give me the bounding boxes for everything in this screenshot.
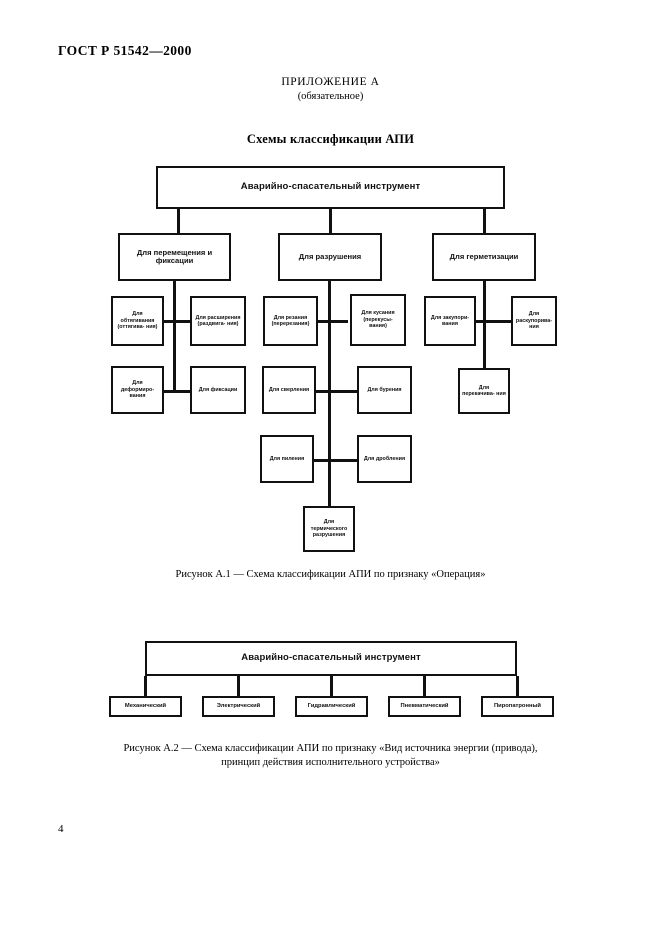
fig1-leaf-node-10: Для термического разрушения [303,506,355,552]
fig2-type-node-3: Пневматический [388,696,461,717]
appendix-title: ПРИЛОЖЕНИЕ А [281,76,380,88]
fig1-connector [314,459,330,462]
fig1-leaf-node-8: Для пиления [260,435,314,483]
fig1-connector [329,209,332,233]
fig2-connector [516,676,519,696]
fig1-branch-node-0: Для перемещения и фиксации [118,233,231,281]
fig2-root-node: Аварийно-спасательный инструмент [145,641,517,676]
fig1-connector [328,281,331,506]
page-number: 4 [58,823,64,835]
fig1-leaf-node-1: Для расширения (раздвига- ния) [190,296,246,346]
fig2-connector [237,676,240,696]
fig1-leaf-node-9: Для дробления [357,435,412,483]
fig1-connector [173,390,191,393]
fig2-connector [144,676,147,696]
fig1-connector [173,281,176,393]
fig2-type-node-1: Электрический [202,696,275,717]
fig1-leaf-node-3: Для фиксации [190,366,246,414]
fig1-connector [318,320,330,323]
fig1-connector [316,390,330,393]
fig1-branch-node-2: Для герметизации [432,233,536,281]
figure-a1-caption: Рисунок А.1 — Схема классификации АПИ по… [175,569,486,580]
fig1-connector [164,320,176,323]
fig1-leaf-node-0: Для обтягивания (оттягива- ния) [111,296,164,346]
fig1-leaf-node-13: Для перекачива- ния [458,368,510,414]
fig2-type-node-0: Механический [109,696,182,717]
fig1-branch-node-1: Для разрушения [278,233,382,281]
fig1-connector [328,320,348,323]
appendix-heading: ПРИЛОЖЕНИЕ А (обязательное) [0,75,661,104]
figure-a2-caption-line1: Рисунок А.2 — Схема классификации АПИ по… [123,743,538,754]
section-title: Схемы классификации АПИ [246,132,415,146]
fig1-connector [483,281,486,400]
fig1-connector [476,320,486,323]
fig2-connector [423,676,426,696]
fig2-type-node-2: Гидравлический [295,696,368,717]
fig1-root-node: Аварийно-спасательный инструмент [156,166,505,209]
fig1-leaf-node-12: Для раскупорива- ния [511,296,557,346]
fig1-connector [163,390,176,393]
fig1-leaf-node-4: Для резания (перерезания) [263,296,318,346]
fig1-leaf-node-5: Для кусания (перекусы- вания) [350,294,406,346]
fig1-leaf-node-2: Для деформиро- вания [111,366,164,414]
fig1-connector [483,209,486,233]
fig1-leaf-node-11: Для закупори- вания [424,296,476,346]
fig2-type-node-4: Пиропатронный [481,696,554,717]
fig1-connector [328,459,357,462]
fig1-connector [177,209,180,233]
figure-a2-caption-line2: принцип действия исполнительного устройс… [221,757,440,768]
appendix-subtitle: (обязательное) [297,91,364,102]
fig1-connector [483,320,512,323]
standard-number: ГОСТ Р 51542—2000 [58,43,192,58]
fig1-leaf-node-7: Для бурения [357,366,412,414]
fig2-connector [330,676,333,696]
figure-a2-caption: Рисунок А.2 — Схема классификации АПИ по… [0,742,661,770]
fig1-leaf-node-6: Для сверления [262,366,316,414]
fig1-connector [328,390,357,393]
fig1-connector [173,320,191,323]
